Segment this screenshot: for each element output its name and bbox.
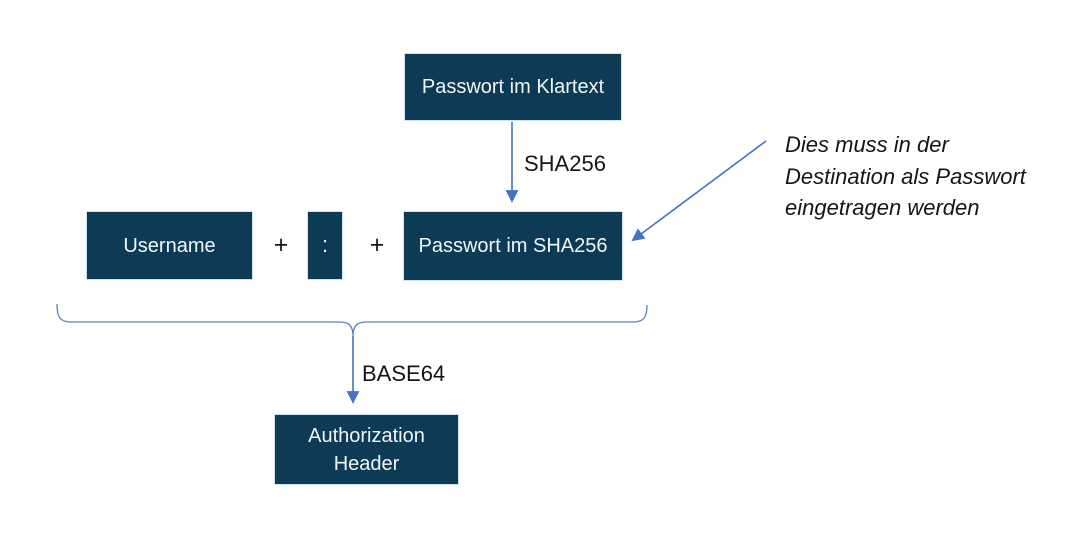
- plaintext-password-label: Passwort im Klartext: [421, 76, 605, 98]
- brace: [56, 303, 648, 337]
- annotation-arrow: [631, 140, 767, 242]
- hashed-password-box: Passwort im SHA256: [403, 211, 623, 281]
- colon-box: :: [307, 211, 343, 280]
- base64-edge-label: BASE64: [362, 361, 446, 386]
- annotation-line: Dies muss in der: [785, 132, 949, 157]
- annotation-note: Dies muss in der Destination als Passwor…: [785, 129, 1069, 224]
- plus-operator-2: +: [369, 231, 385, 259]
- username-label: Username: [123, 234, 216, 257]
- colon-label: :: [321, 232, 329, 258]
- plaintext-password-box: Passwort im Klartext: [404, 53, 622, 121]
- authorization-header-label: Authorization Header: [308, 424, 425, 475]
- authorization-header-box: Authorization Header: [274, 414, 459, 485]
- hashed-password-label: Passwort im SHA256: [418, 235, 608, 257]
- plus-operator-1: +: [273, 231, 289, 259]
- annotation-line: Destination als Passwort: [785, 163, 1026, 189]
- username-box: Username: [86, 211, 253, 280]
- sha256-edge-label: SHA256: [524, 151, 606, 176]
- annotation-line: eingetragen werden: [785, 195, 980, 220]
